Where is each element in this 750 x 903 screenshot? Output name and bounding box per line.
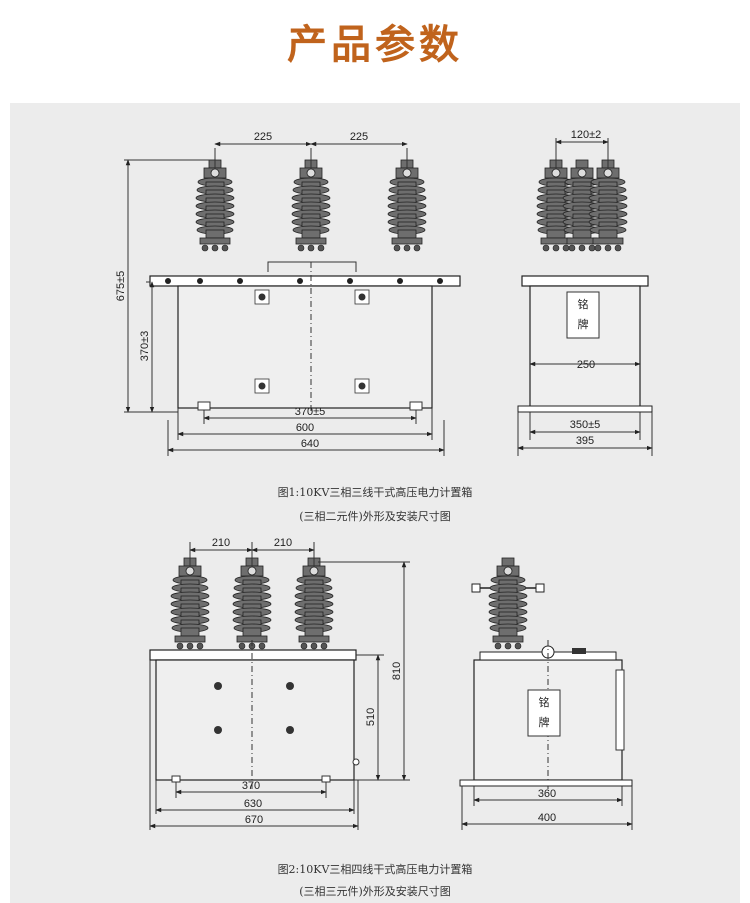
dim2-outer-width: 670 [245, 814, 263, 826]
nameplate2-char-1: 铭 [539, 695, 550, 709]
dim-height-total: 675±5 [115, 271, 127, 302]
figure1-caption-line1: 图1:10KV三相三线干式高压电力计置箱 [278, 485, 473, 499]
dim2-spacing-right: 210 [274, 537, 292, 549]
fig2-front-view: 210 210 810 510 370 630 670 [149, 537, 410, 830]
page-title: 产品参数 [287, 21, 463, 68]
nameplate2-char-2: 牌 [539, 715, 550, 729]
nameplate-char-2: 牌 [578, 317, 589, 331]
dim-inner-width: 600 [296, 422, 314, 434]
dim-spacing-left: 225 [254, 131, 272, 143]
figure1-caption-line2: (三相二元件)外形及安装尺寸图 [299, 509, 451, 523]
dim2-height-box: 510 [365, 708, 377, 726]
dim-spacing-right: 225 [350, 131, 368, 143]
dim-top-spacing: 120±2 [571, 129, 602, 141]
dim-height-box: 370±3 [139, 331, 151, 362]
fig1-side-view: 铭 牌 120±2 250 350±5 395 [517, 129, 653, 456]
dim2-height-total: 810 [391, 662, 403, 680]
fig2-side-view: 铭 牌 360 400 [459, 557, 633, 830]
dim2-spacing-left: 210 [212, 537, 230, 549]
dim-side-mount: 350±5 [570, 419, 601, 431]
dim2-outer-depth: 400 [538, 812, 556, 824]
figure2-caption-line1: 图2:10KV三相四线干式高压电力计置箱 [278, 862, 473, 876]
dim-outer-depth: 395 [576, 435, 594, 447]
fig1-front-view: 225 225 675±5 370±3 370±5 600 640 [115, 131, 461, 456]
dim2-mount: 370 [242, 780, 260, 792]
dim-outer-width: 640 [301, 438, 319, 450]
nameplate-char-1: 铭 [578, 297, 589, 311]
dim2-side-mount: 360 [538, 788, 556, 800]
dim2-inner-width: 630 [244, 798, 262, 810]
dim-mount: 370±5 [295, 406, 326, 418]
dim-depth-mid: 250 [577, 359, 595, 371]
figure2-caption-line2: (三相三元件)外形及安装尺寸图 [299, 884, 451, 898]
